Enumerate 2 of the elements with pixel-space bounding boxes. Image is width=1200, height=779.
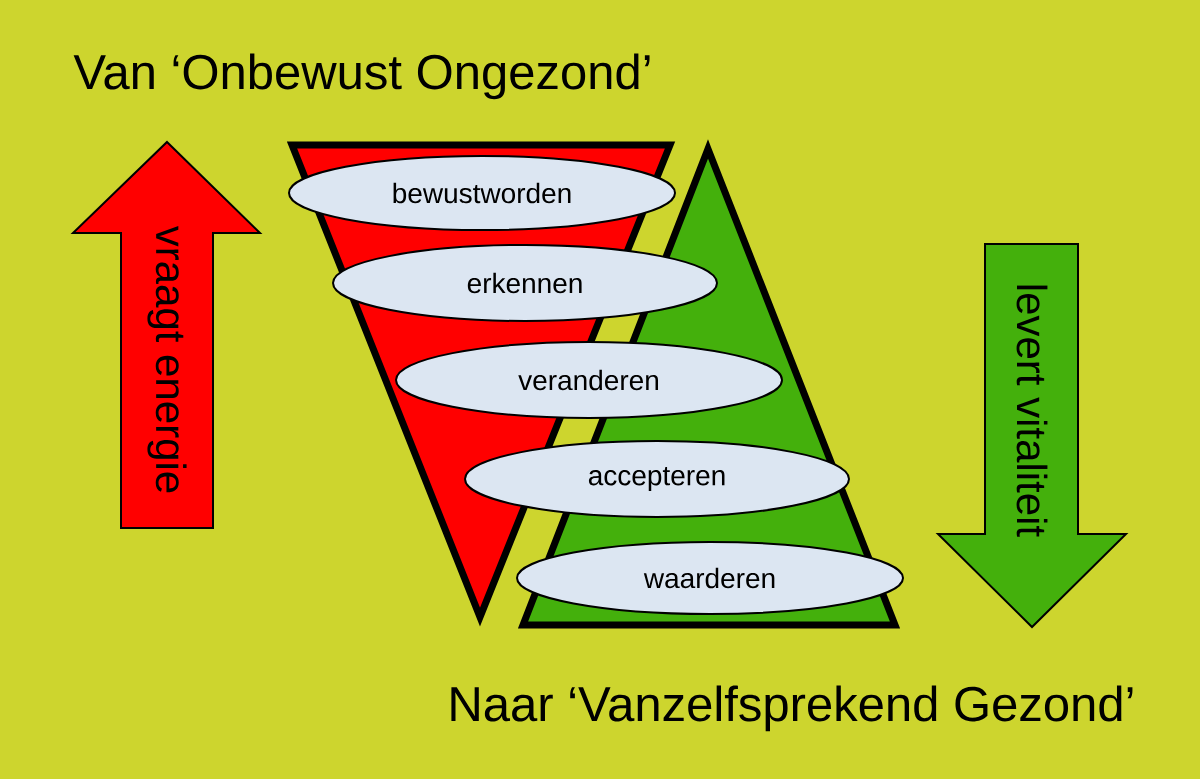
heading-text: Naar ‘Vanzelfsprekend Gezond’ bbox=[451, 685, 1133, 732]
heading-text: Van ‘Onbewust Ongezond’ bbox=[73, 53, 650, 100]
